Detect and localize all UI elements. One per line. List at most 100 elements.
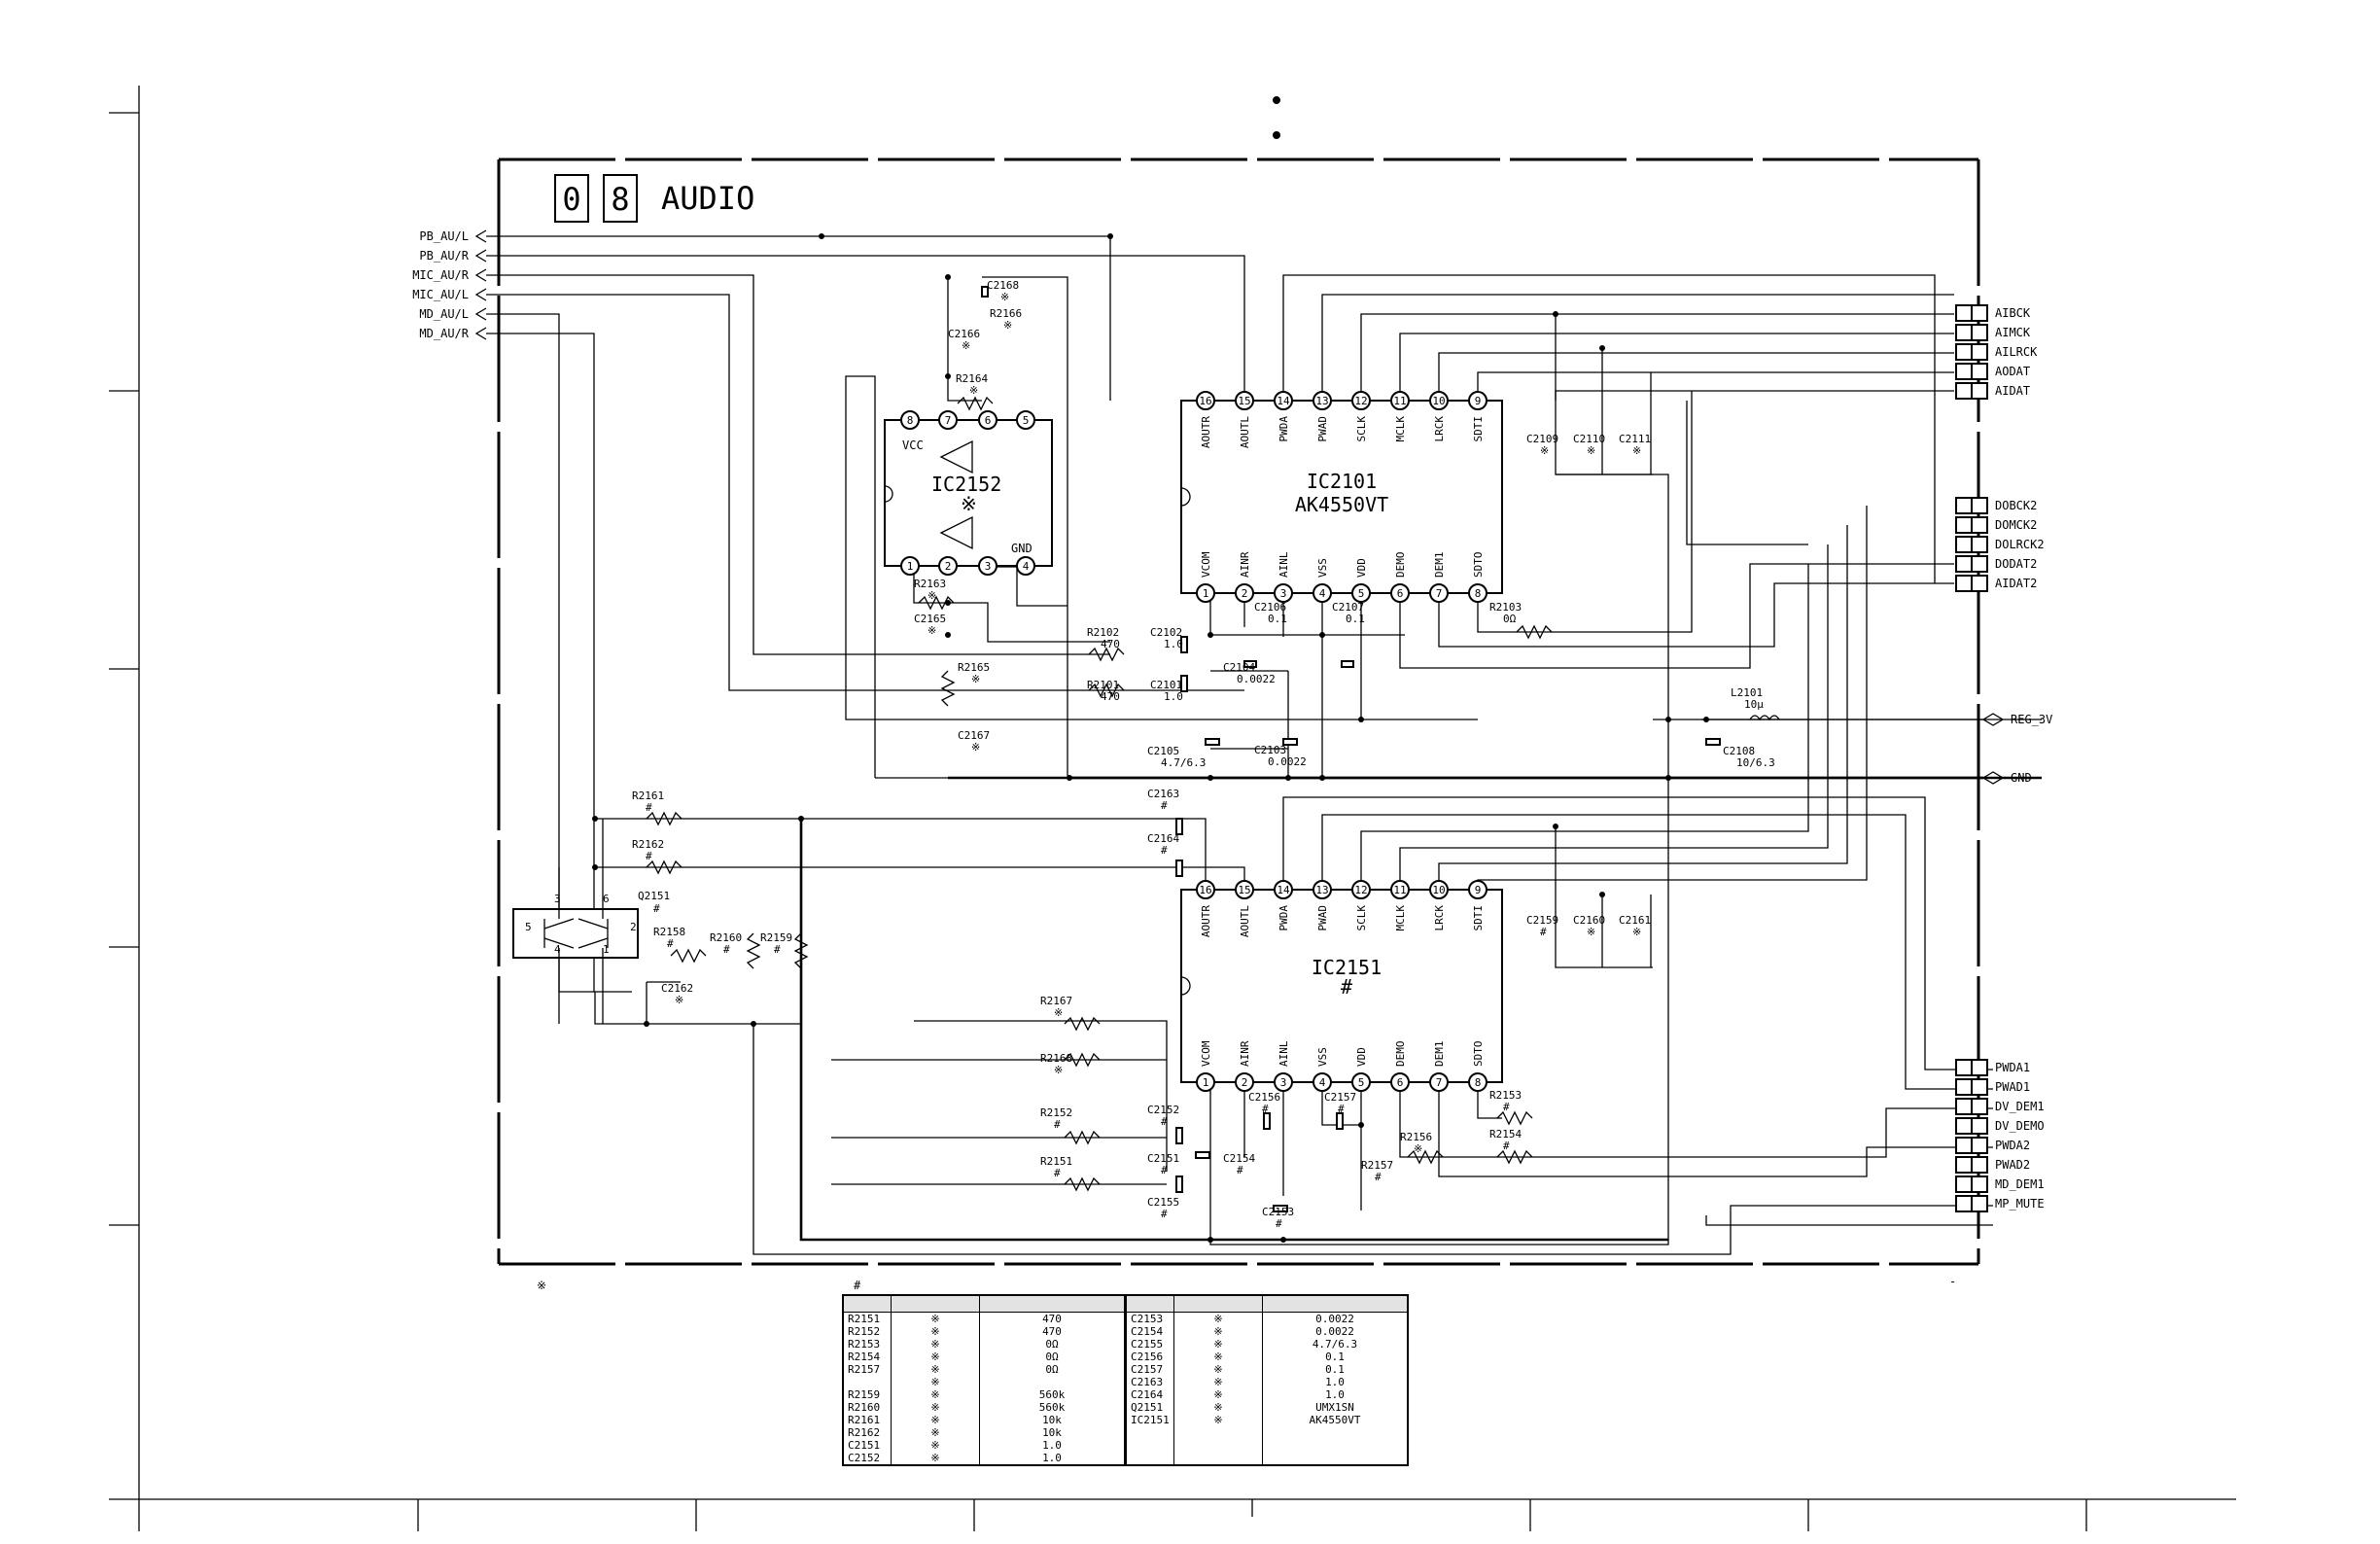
component-ref: C2154 xyxy=(1223,1152,1255,1165)
parts-table-cell: R2160 xyxy=(842,1401,892,1414)
component-ref: R2160 xyxy=(710,931,742,944)
codec-pin-name: MCLK xyxy=(1394,416,1407,442)
component-ref: C2105 xyxy=(1147,745,1179,757)
component-ref: C2151 xyxy=(1147,1152,1179,1165)
component-value: ※ xyxy=(1003,319,1012,332)
right-port-connector xyxy=(1955,382,1973,400)
q2151-pin: 3 xyxy=(554,893,561,905)
right-port-label: AILRCK xyxy=(1995,345,2038,359)
parts-table-cell: C2163 xyxy=(1124,1376,1174,1388)
codec-pin-circle xyxy=(1468,391,1488,410)
right-port-connector xyxy=(1955,1176,1973,1193)
parts-table-cell: 1.0 xyxy=(1262,1376,1408,1388)
q2151-ref: Q2151 xyxy=(638,890,670,902)
component-value: 470 xyxy=(1101,638,1120,650)
ic2152-vcc: VCC xyxy=(902,439,924,452)
component-value: ※ xyxy=(1632,926,1641,938)
parts-table-cell: 1.0 xyxy=(1262,1388,1408,1401)
component-value: # xyxy=(1375,1171,1382,1183)
codec-pin-number: 7 xyxy=(1436,1076,1443,1089)
page-frame xyxy=(109,86,2236,1531)
parts-table-cell: 0Ω xyxy=(979,1363,1126,1376)
codec-pin-number: 16 xyxy=(1199,395,1211,407)
component-value: # xyxy=(646,850,652,862)
left-port-arrow xyxy=(474,327,487,340)
codec-pin-name: DEM1 xyxy=(1433,552,1446,579)
component-value: # xyxy=(1503,1140,1510,1152)
component-value: 1.0 xyxy=(1164,690,1183,703)
component-ref: R2161 xyxy=(632,790,664,802)
block-digit: 8 xyxy=(611,181,629,218)
codec-pin-circle xyxy=(1468,880,1488,899)
left-port-label: MIC_AU/L xyxy=(412,288,469,301)
component-value: 0.0022 xyxy=(1237,673,1276,685)
parts-table-cell: ※ xyxy=(891,1351,980,1363)
codec-pin-number: 14 xyxy=(1277,884,1290,896)
component-value: 0.1 xyxy=(1346,613,1365,625)
parts-table-cell xyxy=(842,1376,892,1388)
codec-pin-circle xyxy=(1429,1072,1449,1092)
codec-pin-name: AOUTR xyxy=(1200,416,1212,448)
parts-table-cell: ※ xyxy=(1173,1376,1263,1388)
parts-table-cell: C2156 xyxy=(1124,1351,1174,1363)
codec-pin-number: 9 xyxy=(1475,395,1482,407)
right-port-label: MP_MUTE xyxy=(1995,1197,2045,1211)
codec-pin-number: 15 xyxy=(1238,884,1250,896)
right-port-label: AIDAT xyxy=(1995,384,2030,398)
component-ref: C2165 xyxy=(914,613,946,625)
component-ref: R2167 xyxy=(1040,995,1072,1007)
parts-table-cell: C2151 xyxy=(842,1439,892,1452)
parts-table-cell: R2159 xyxy=(842,1388,892,1401)
codec-pin-number: 10 xyxy=(1432,884,1445,896)
ic2152: 8 7 6 5 1 2 3 4 VCC GND IC2152 ※ xyxy=(884,410,1053,576)
parts-table-header xyxy=(842,1295,1408,1313)
component-value: # xyxy=(1276,1217,1282,1230)
codec-pin-circle xyxy=(1390,880,1410,899)
codec-pin-circle xyxy=(1312,391,1332,410)
codec-pin-number: 13 xyxy=(1315,884,1328,896)
parts-table-cell: 0.1 xyxy=(1262,1351,1408,1363)
q2151-pin: 4 xyxy=(554,943,561,956)
parts-table-cell xyxy=(1173,1426,1263,1439)
ic2152-ref: IC2152 xyxy=(931,473,1001,496)
codec-pin-number: 12 xyxy=(1354,395,1367,407)
parts-table-row: R2162※10k xyxy=(842,1426,1408,1439)
ic2152-pin: 3 xyxy=(985,560,992,573)
parts-table-cell: 470 xyxy=(979,1325,1126,1338)
parts-table-cell: ※ xyxy=(891,1376,980,1388)
parts-table-cell: ※ xyxy=(891,1338,980,1351)
parts-table-cell: R2161 xyxy=(842,1414,892,1426)
component-value: # xyxy=(1054,1118,1061,1131)
component-value: 0.1 xyxy=(1268,613,1287,625)
right-port-connector xyxy=(1955,497,1973,514)
component-ref: C2163 xyxy=(1147,788,1179,800)
component-value: ※ xyxy=(971,673,980,685)
right-port-connector xyxy=(1971,1195,1988,1212)
codec-pin-number: 7 xyxy=(1436,587,1443,600)
parts-table-cell: ※ xyxy=(891,1414,980,1426)
right-port-connector xyxy=(1955,536,1973,553)
codec-pin-number: 2 xyxy=(1242,587,1248,600)
parts-table-cell: 470 xyxy=(979,1312,1126,1325)
codec-pin-circle xyxy=(1196,391,1215,410)
right-port-label: DOMCK2 xyxy=(1995,518,2037,532)
component-ref: C2107 xyxy=(1332,601,1364,614)
codec-pin-name: AOUTL xyxy=(1239,416,1251,448)
codec-pin-number: 8 xyxy=(1475,1076,1482,1089)
note-left: ※ xyxy=(537,1279,546,1292)
ic2152-pin: 4 xyxy=(1023,560,1030,573)
component-ref: C2109 xyxy=(1526,433,1558,445)
codec-pin-circle xyxy=(1468,1072,1488,1092)
parts-table-cell: 10k xyxy=(979,1426,1126,1439)
codec-pin-number: 1 xyxy=(1203,587,1209,600)
parts-table-cell: ※ xyxy=(891,1426,980,1439)
codec-pin-name: AINL xyxy=(1278,1040,1290,1067)
component-ref: C2111 xyxy=(1619,433,1651,445)
parts-table-cell: ※ xyxy=(891,1388,980,1401)
right-port-connector xyxy=(1971,1098,1988,1115)
parts-table-cell: C2152 xyxy=(842,1452,892,1465)
right-port-label: AIBCK xyxy=(1995,306,2031,320)
